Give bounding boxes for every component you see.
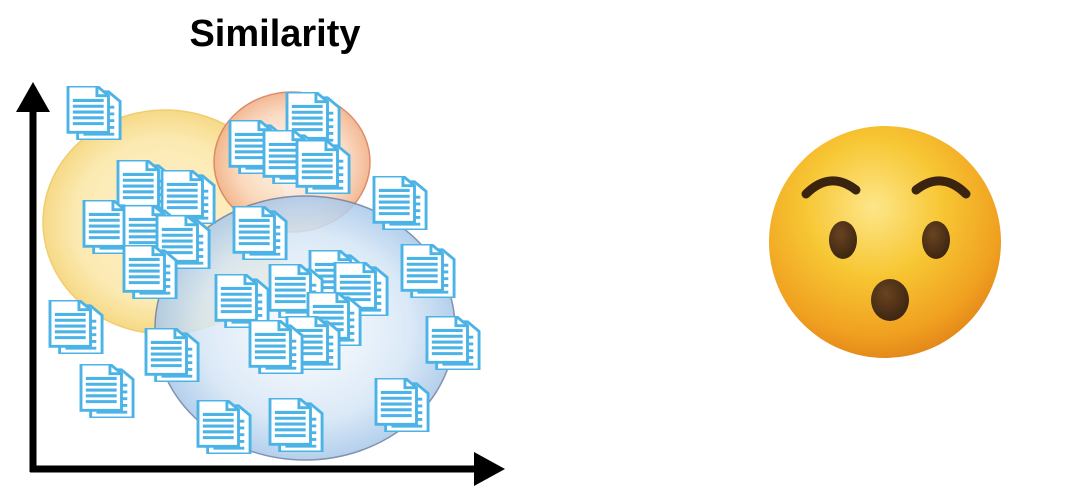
similarity-diagram <box>16 82 505 486</box>
document-icon <box>214 274 270 328</box>
document-icon <box>400 244 456 298</box>
document-icon <box>295 140 351 194</box>
right-eye <box>922 221 950 259</box>
document-icon <box>374 378 430 432</box>
right-eyebrow <box>911 176 971 199</box>
y-axis-arrowhead <box>16 82 50 112</box>
document-icon <box>268 398 324 452</box>
document-icon <box>122 245 178 299</box>
document-icon <box>196 400 252 454</box>
document-icon <box>79 364 135 418</box>
diagram-title: Similarity <box>189 13 361 55</box>
document-icon <box>248 320 304 374</box>
axes <box>16 82 505 486</box>
left-eye <box>829 221 857 259</box>
document-icon <box>66 86 122 140</box>
document-icon <box>232 206 288 260</box>
hushed-face-emoji <box>769 126 1001 358</box>
face-circle <box>769 126 1001 358</box>
mouth <box>871 279 909 321</box>
document-icon <box>372 176 428 230</box>
x-axis-arrowhead <box>474 452 505 486</box>
document-icon <box>425 316 481 370</box>
document-icon <box>48 300 104 354</box>
left-eyebrow <box>801 176 861 199</box>
document-icon <box>144 328 200 382</box>
